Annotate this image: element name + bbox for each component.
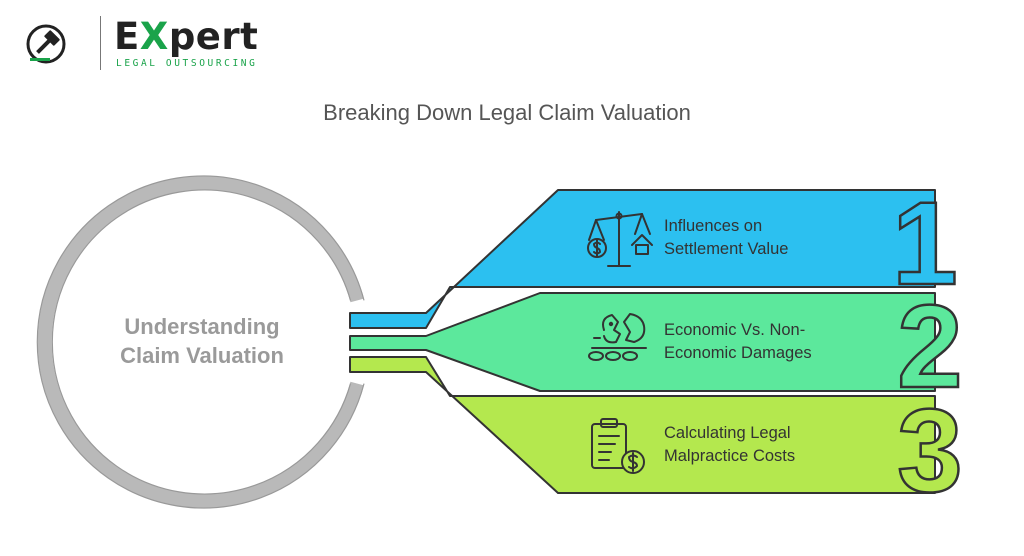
band-2 bbox=[349, 292, 936, 392]
center-ring-outline bbox=[36, 175, 365, 509]
scales-icon bbox=[587, 211, 653, 267]
company-logo: EXpert LEGAL OUTSOURCING bbox=[24, 16, 258, 72]
logo-tagline: LEGAL OUTSOURCING bbox=[116, 58, 258, 69]
item-label-3-line-2: Malpractice Costs bbox=[664, 447, 796, 465]
logo-wordmark: EXpert bbox=[114, 16, 258, 58]
item-label-2-line-2: Economic Damages bbox=[664, 344, 812, 362]
logo-wordmark-rest: pert bbox=[168, 15, 259, 58]
gavel-icon bbox=[26, 24, 66, 64]
item-label-2-line-1: Economic Vs. Non- bbox=[664, 321, 806, 339]
band-1 bbox=[349, 189, 936, 329]
logo-letter-x: X bbox=[139, 15, 169, 58]
center-label-line-1: Understanding bbox=[124, 314, 280, 339]
item-label-3: Calculating Legal Malpractice Costs bbox=[664, 422, 864, 468]
item-number-2: 2 bbox=[897, 281, 963, 413]
page-title: Breaking Down Legal Claim Valuation bbox=[323, 100, 691, 125]
item-label-3-line-1: Calculating Legal bbox=[664, 424, 791, 442]
center-ring-inline bbox=[51, 189, 352, 495]
item-number-3: 3 bbox=[897, 385, 963, 517]
item-number-1: 1 bbox=[892, 178, 958, 310]
logo-letter-e: E bbox=[114, 15, 140, 58]
clipboard-dollar-icon bbox=[591, 418, 645, 474]
item-label-1-line-2: Settlement Value bbox=[664, 240, 789, 258]
item-label-1-line-1: Influences on bbox=[664, 217, 763, 235]
item-label-1: Influences on Settlement Value bbox=[664, 215, 864, 261]
broken-piggy-bank-icon bbox=[588, 313, 647, 361]
band-3 bbox=[349, 356, 936, 494]
logo-divider bbox=[100, 16, 101, 70]
center-label-line-2: Claim Valuation bbox=[120, 343, 284, 368]
item-label-2: Economic Vs. Non- Economic Damages bbox=[664, 319, 864, 365]
center-label: Understanding Claim Valuation bbox=[96, 312, 308, 370]
center-ring bbox=[37, 176, 364, 508]
